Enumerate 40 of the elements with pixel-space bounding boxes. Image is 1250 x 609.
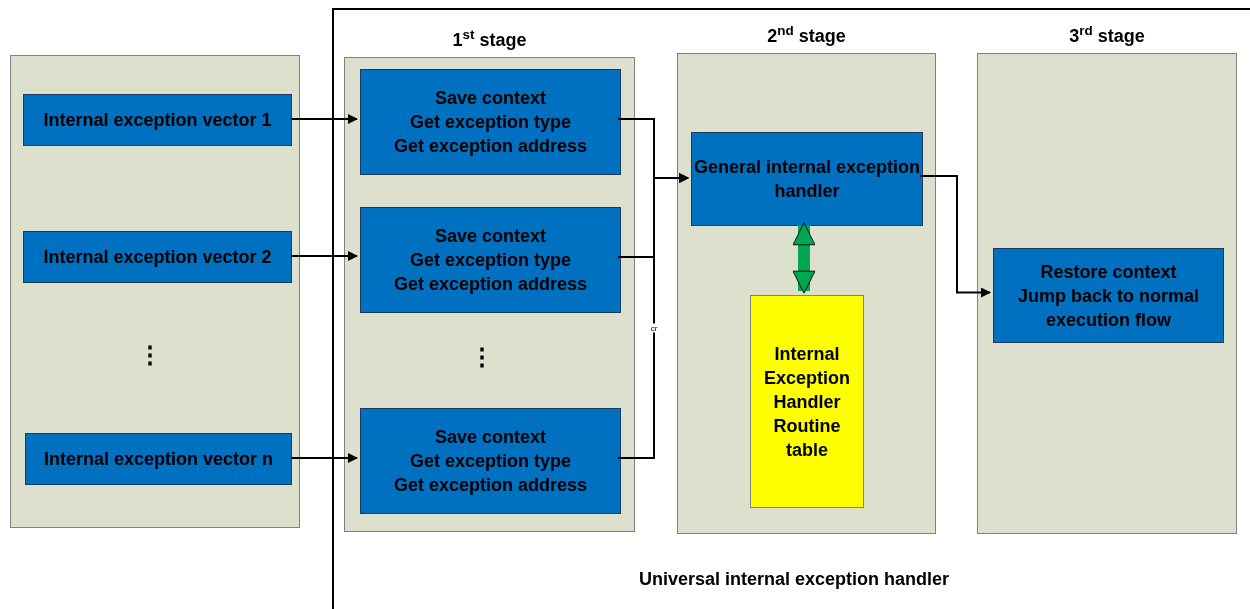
ellipsis-mark: ⋮ [138,340,162,370]
box-text: Save context [434,426,547,449]
box-text: General internal exception handler [692,156,922,203]
box-text: Restore context [1040,260,1177,284]
box-text: Internal Exception Handler Routine table [763,342,851,462]
box-text: Save context [434,87,547,110]
text-label: cr [649,323,659,333]
box-text: Internal exception vector n [43,448,274,471]
box-text: Internal exception vector 2 [43,246,272,269]
box-text: Get exception address [393,273,588,296]
stage-panel [10,55,300,528]
arrow [290,453,358,463]
process-box [360,207,621,313]
process-box [993,248,1224,343]
arrow [290,114,358,124]
stage-heading: 3$^{rd}$ stage [1068,23,1146,48]
handler-frame [332,8,1250,609]
ellipsis-mark: ⋮ [470,342,494,372]
arrow [919,175,991,298]
stage-heading: 2$^{nd}$ stage [766,23,847,48]
box-text: Get exception type [409,111,571,134]
arrow [617,173,689,459]
process-box [691,132,923,226]
process-box [360,69,621,175]
stage-heading: 1$^{st}$ stage [451,27,528,52]
process-box [25,433,292,485]
process-box [360,408,621,514]
arrow [290,251,358,261]
box-text: Internal exception vector 1 [43,109,272,132]
process-box [23,231,292,283]
box-text: Get exception address [393,474,588,497]
double-arrow [792,222,816,294]
process-box [23,94,292,146]
box-text: Get exception type [409,450,571,473]
frame-title: Universal internal exception handler [637,568,951,591]
box-text: Get exception address [393,135,588,158]
box-text: Save context [434,225,547,248]
table-box [750,295,864,508]
box-text: Get exception type [409,249,571,272]
box-text: Jump back to normal execution flow [1016,284,1200,332]
